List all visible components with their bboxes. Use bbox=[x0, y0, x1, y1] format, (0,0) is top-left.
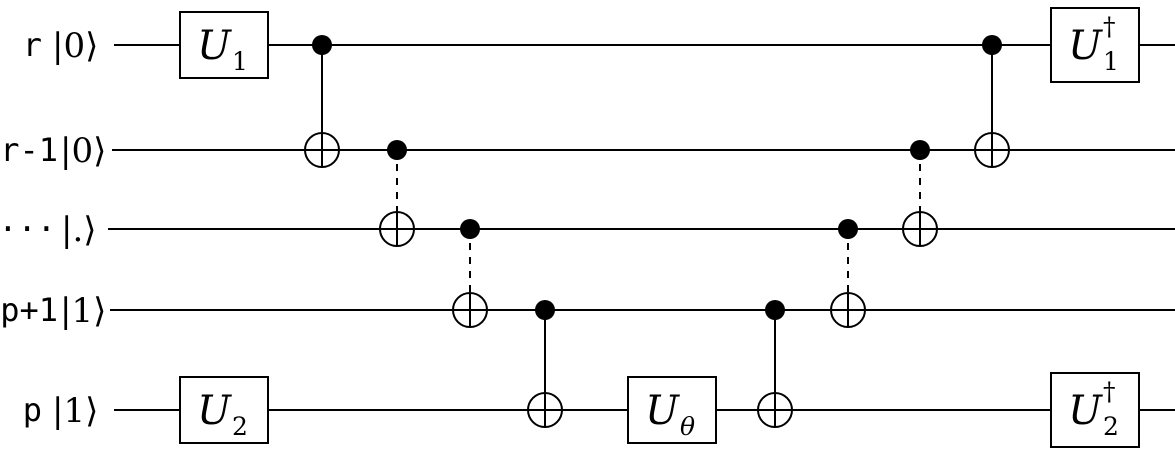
wire-label-p: p bbox=[23, 391, 42, 429]
control-dot-2 bbox=[460, 219, 480, 239]
control-dot-4 bbox=[765, 300, 785, 320]
gate-label-utheta: U bbox=[645, 388, 680, 434]
control-dot-5 bbox=[838, 219, 858, 239]
gate-subscript-u1: 1 bbox=[232, 47, 248, 76]
wire-label-r: r bbox=[23, 26, 42, 64]
gate-subscript-u1-dagger: 1 bbox=[1103, 47, 1119, 76]
ket-label-r: |0⟩ bbox=[52, 26, 98, 66]
wire-label-r-1: r-1 bbox=[0, 131, 58, 169]
wire-label-dots: ··· bbox=[0, 210, 56, 248]
gate-subscript-u2: 2 bbox=[232, 412, 248, 441]
gate-label-u2: U bbox=[197, 388, 232, 434]
gate-subscript-utheta: θ bbox=[680, 412, 695, 441]
ket-label-p: |1⟩ bbox=[52, 391, 98, 431]
control-dot-6 bbox=[910, 140, 930, 160]
control-dot-1 bbox=[387, 140, 407, 160]
gate-box-u2-dagger bbox=[1050, 372, 1140, 448]
gate-superscript-u1-dagger: † bbox=[1103, 12, 1116, 41]
gate-label-u2-dagger: U bbox=[1068, 388, 1103, 434]
control-dot-3 bbox=[535, 300, 555, 320]
control-dot-0 bbox=[312, 35, 332, 55]
wire-label-p+1: p+1 bbox=[0, 291, 58, 329]
gate-box-u1-dagger bbox=[1050, 7, 1140, 83]
gate-box-utheta bbox=[627, 376, 717, 444]
gate-box-u1 bbox=[179, 11, 269, 79]
ket-label-p+1: |1⟩ bbox=[60, 291, 106, 331]
ket-label-dots: |.⟩ bbox=[61, 210, 97, 250]
ket-label-r-1: |0⟩ bbox=[60, 131, 106, 171]
gate-label-u1: U bbox=[197, 23, 232, 69]
gate-box-u2 bbox=[179, 376, 269, 444]
control-dot-7 bbox=[982, 35, 1002, 55]
gate-superscript-u2-dagger: † bbox=[1103, 377, 1116, 406]
gate-label-u1-dagger: U bbox=[1068, 23, 1103, 69]
gate-subscript-u2-dagger: 2 bbox=[1103, 412, 1119, 441]
